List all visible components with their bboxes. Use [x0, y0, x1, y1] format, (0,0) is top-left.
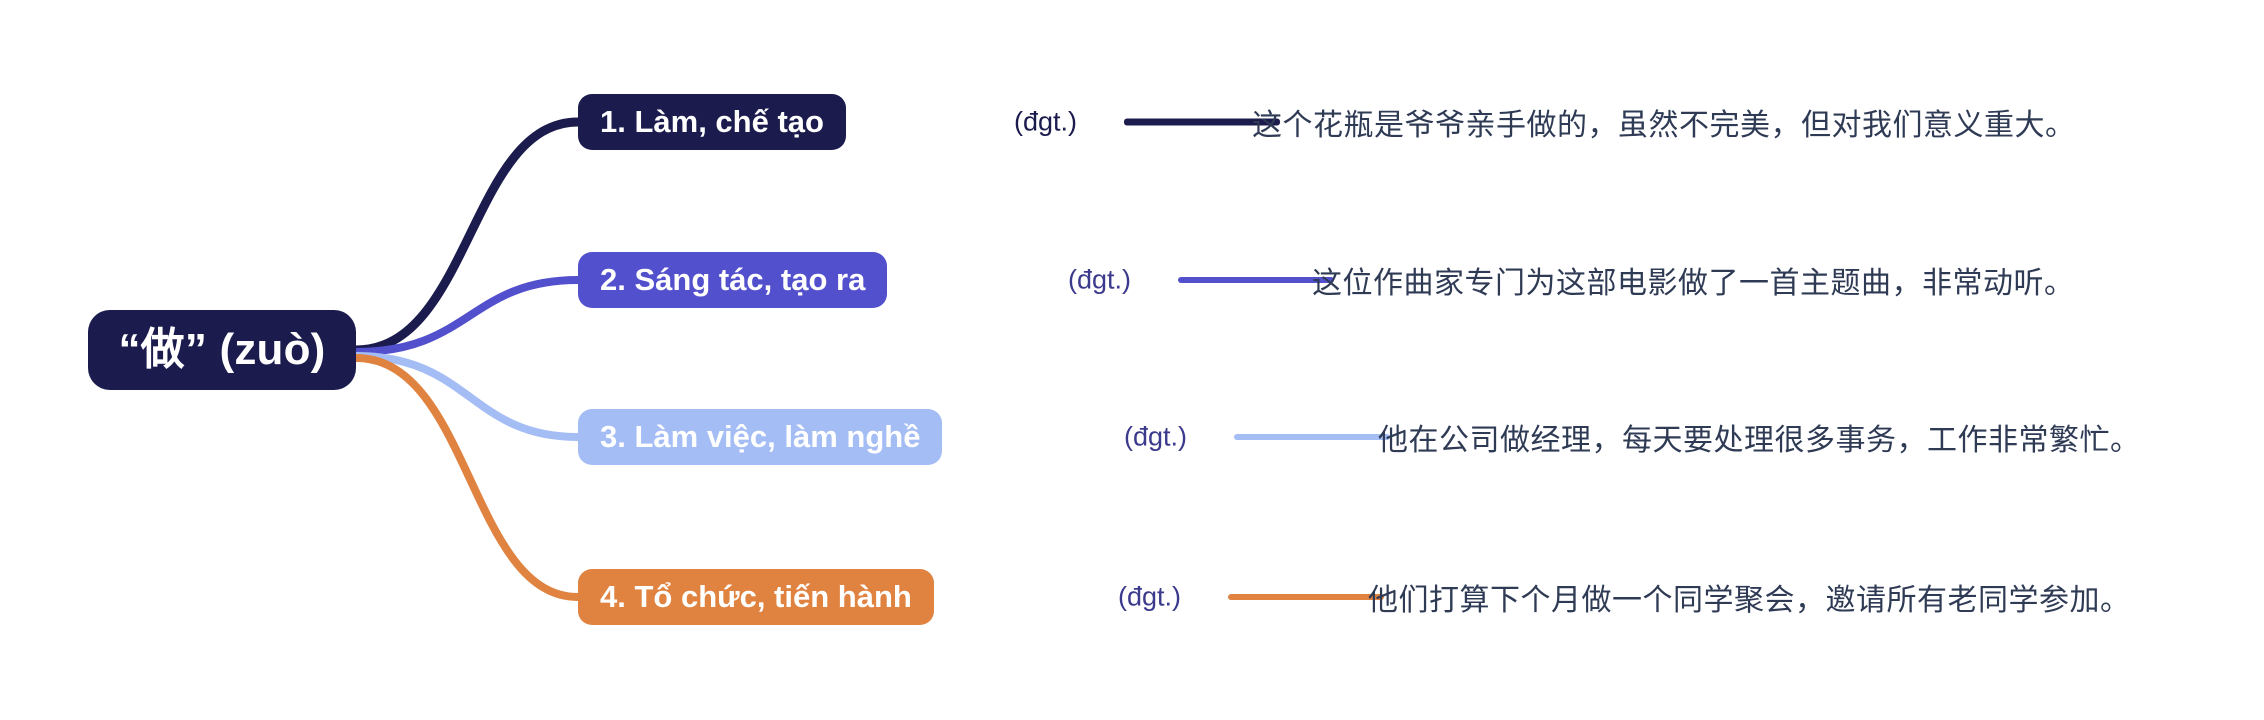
- pos-tag-4: (đgt.): [1118, 581, 1182, 612]
- connector-line-1: [1124, 118, 1280, 126]
- example-sentence-1: 这个花瓶是爷爷亲手做的，虽然不完美，但对我们意义重大。: [1252, 109, 2076, 142]
- sense-node-3-label: 3. Làm việc, làm nghề: [600, 419, 921, 454]
- branch-curve-3: [352, 352, 582, 441]
- sense-node-4-label: 4. Tổ chức, tiến hành: [600, 579, 912, 614]
- pos-tag-1: (đgt.): [1014, 106, 1078, 137]
- connector-line-4: [1228, 594, 1384, 600]
- example-sentence-3: 他在公司做经理，每天要处理很多事务，工作非常繁忙。: [1378, 424, 2141, 457]
- connector-line-3: [1234, 434, 1390, 440]
- branch-curve-2: [352, 276, 582, 356]
- pos-tag-3: (đgt.): [1124, 421, 1188, 452]
- example-sentence-4: 他们打算下个月做一个同学聚会，邀请所有老同学参加。: [1368, 584, 2131, 617]
- example-sentence-2: 这位作曲家专门为这部电影做了一首主题曲，非常动听。: [1312, 267, 2075, 300]
- connector-line-2: [1178, 277, 1334, 283]
- sense-node-1[interactable]: 1. Làm, chế tạo: [578, 94, 846, 150]
- root-node[interactable]: “做” (zuò): [88, 310, 356, 390]
- sense-node-2-label: 2. Sáng tác, tạo ra: [600, 262, 866, 297]
- sense-node-1-label: 1. Làm, chế tạo: [600, 104, 824, 139]
- sense-node-2[interactable]: 2. Sáng tác, tạo ra: [578, 252, 888, 308]
- pos-tag-2: (đgt.): [1068, 264, 1132, 295]
- root-node-label: “做” (zuò): [118, 325, 326, 374]
- branch-curve-4: [352, 354, 582, 601]
- branch-curve-1: [351, 117, 583, 355]
- sense-node-4[interactable]: 4. Tổ chức, tiến hành: [578, 569, 934, 625]
- sense-node-3[interactable]: 3. Làm việc, làm nghề: [578, 409, 943, 465]
